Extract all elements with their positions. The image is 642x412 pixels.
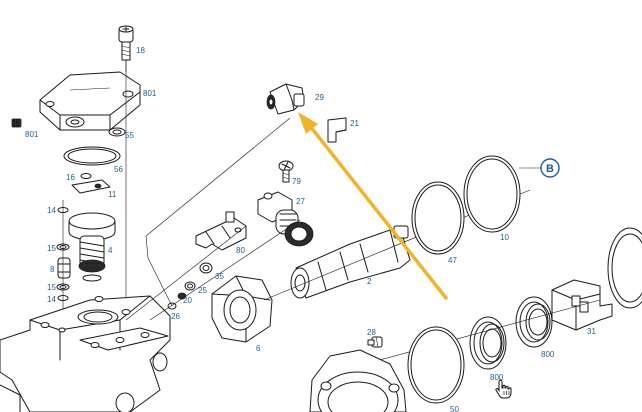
label-15-top[interactable]: 15 [47, 244, 56, 253]
label-26[interactable]: 26 [171, 312, 180, 321]
label-10[interactable]: 10 [500, 233, 509, 242]
label-55[interactable]: 55 [125, 131, 134, 140]
label-56[interactable]: 56 [114, 165, 123, 174]
part-18-screw[interactable] [118, 25, 134, 61]
part-8-valve[interactable] [57, 257, 71, 279]
label-80[interactable]: 80 [236, 246, 245, 255]
part-21-clip[interactable] [327, 117, 347, 143]
arrow-pointing-to-part-29 [298, 112, 448, 300]
label-21[interactable]: 21 [350, 119, 359, 128]
part-4-spring[interactable] [78, 235, 106, 282]
label-27[interactable]: 27 [296, 197, 305, 206]
part-29-elbow-fitting[interactable] [266, 83, 305, 115]
hand-pointer-icon [495, 379, 512, 399]
label-35[interactable]: 35 [215, 272, 224, 281]
label-28[interactable]: 28 [367, 328, 376, 337]
label-15-bottom[interactable]: 15 [47, 283, 56, 292]
part-801-cover[interactable] [39, 71, 141, 131]
part-50-oring[interactable] [407, 326, 465, 404]
label-20[interactable]: 20 [183, 296, 192, 305]
part-10-oring[interactable] [463, 155, 521, 233]
part-80-bracket[interactable] [195, 211, 247, 251]
label-29[interactable]: 29 [315, 93, 324, 102]
part-35-nut[interactable] [199, 262, 213, 274]
part-2-shaft[interactable] [290, 225, 411, 299]
part-25-washer[interactable] [184, 281, 196, 291]
part-55-washer[interactable] [108, 127, 126, 137]
label-6[interactable]: 6 [256, 344, 261, 353]
label-800-a[interactable]: 800 [490, 373, 504, 382]
part-27-sensor[interactable] [257, 191, 314, 247]
label-11[interactable]: 11 [108, 190, 117, 199]
part-47-oring[interactable] [411, 181, 465, 255]
part-16-ring[interactable] [80, 173, 92, 179]
label-800-b[interactable]: 800 [541, 350, 555, 359]
part-800-seal-left[interactable] [469, 316, 507, 370]
part-6-nut[interactable] [211, 275, 273, 343]
label-2[interactable]: 2 [367, 277, 372, 286]
label-14-top[interactable]: 14 [47, 206, 56, 215]
label-801-cover[interactable]: 801 [143, 89, 157, 98]
part-edge-ring[interactable] [607, 227, 642, 309]
part-801-screw[interactable] [11, 118, 22, 128]
label-31[interactable]: 31 [587, 327, 596, 336]
part-11-plate[interactable] [71, 179, 111, 194]
part-28-screw[interactable] [367, 336, 383, 348]
label-47[interactable]: 47 [448, 256, 457, 265]
label-79[interactable]: 79 [292, 177, 301, 186]
pump-flange[interactable] [309, 349, 407, 412]
label-16[interactable]: 16 [66, 173, 75, 182]
label-14-bottom[interactable]: 14 [47, 295, 56, 304]
label-4[interactable]: 4 [108, 246, 113, 255]
label-801-left[interactable]: 801 [25, 130, 39, 139]
part-800-seal-right[interactable] [515, 296, 553, 348]
label-18[interactable]: 18 [136, 46, 145, 55]
label-8[interactable]: 8 [50, 265, 55, 274]
part-56-ring[interactable] [63, 146, 121, 166]
label-25[interactable]: 25 [198, 286, 207, 295]
part-79-screw[interactable] [278, 160, 294, 183]
label-50[interactable]: 50 [450, 405, 459, 412]
callout-b-badge[interactable]: B [540, 158, 560, 178]
callout-b-text: B [546, 163, 554, 175]
pump-housing[interactable] [0, 295, 171, 412]
